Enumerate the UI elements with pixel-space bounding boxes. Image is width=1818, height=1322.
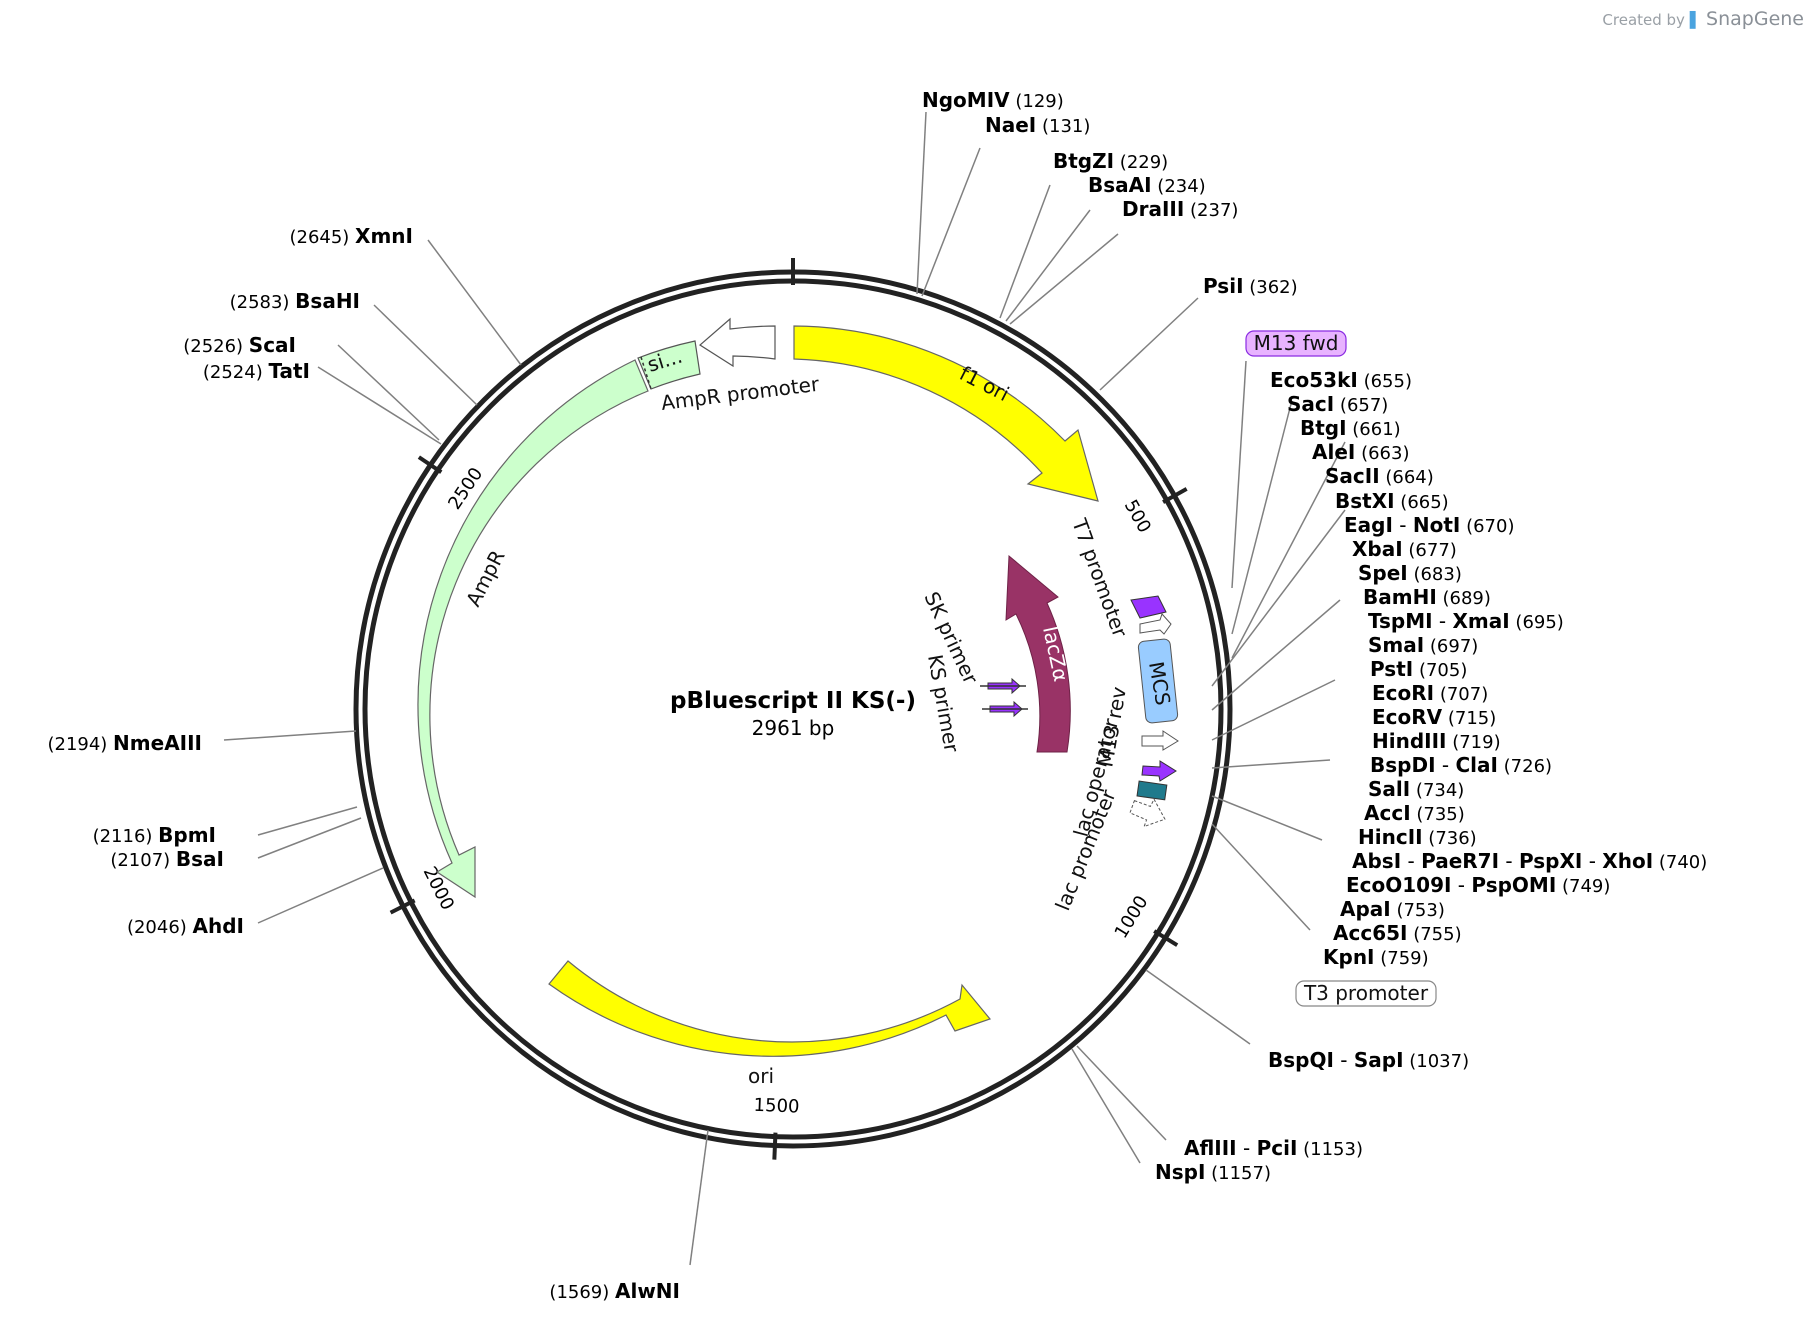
site-label: (2107) BsaI: [110, 847, 224, 871]
ampr-arrow: [417, 359, 649, 899]
site-label: BstXI (665): [1335, 489, 1449, 513]
site-label: PsiI (362): [1203, 274, 1298, 298]
site-label: Eco53kI (655): [1270, 368, 1412, 392]
lacz-arrow: [1005, 554, 1071, 753]
tick-1500: [772, 1132, 778, 1160]
site-label: HindIII (719): [1372, 729, 1501, 753]
lac-promoter-arrow: [1129, 798, 1166, 828]
watermark-prefix: Created by: [1602, 11, 1685, 29]
site-label: HincII (736): [1358, 825, 1477, 849]
tick-2500: [417, 455, 443, 474]
watermark-brand: SnapGene: [1706, 8, 1804, 30]
site-label: AccI (735): [1364, 801, 1465, 825]
site-leader-lines: [223, 111, 1346, 1266]
plasmid-length: 2961 bp: [752, 716, 835, 740]
site-label: AleI (663): [1312, 440, 1409, 464]
t3-promoter-badge: [1295, 980, 1437, 1007]
tick-500: [1162, 487, 1188, 504]
ori-arrow: [548, 960, 992, 1057]
site-label: EcoRI (707): [1372, 681, 1488, 705]
site-label: (2645) XmnI: [289, 224, 413, 248]
site-label: ApaI (753): [1340, 897, 1445, 921]
site-label: NgoMIV (129): [922, 88, 1064, 112]
lac-operator-box: [1136, 780, 1168, 801]
site-label: KpnI (759): [1323, 945, 1429, 969]
f1-ori-arrow: [793, 325, 1099, 502]
site-label: BamHI (689): [1363, 585, 1491, 609]
site-label: NspI (1157): [1155, 1160, 1271, 1184]
site-label: SacI (657): [1287, 392, 1388, 416]
site-label: AbsI - PaeR7I - PspXI - XhoI (740): [1352, 849, 1707, 873]
site-label: (2583) BsaHI: [230, 289, 360, 313]
site-label: BspQI - SapI (1037): [1268, 1048, 1469, 1072]
ampr-promoter-arrow: [698, 317, 776, 368]
tick-1000: [1153, 929, 1179, 947]
snapgene-watermark: Created by ▌ SnapGene: [1602, 8, 1804, 30]
site-label: EagI - NotI (670): [1344, 513, 1514, 537]
site-label: (2046) AhdI: [127, 914, 244, 938]
site-label: EcoO109I - PspOMI (749): [1346, 873, 1610, 897]
t7-promoter-label: T7 promoter: [1067, 515, 1133, 641]
mcs-box: [1137, 638, 1179, 724]
site-label: AflIII - PciI (1153): [1184, 1136, 1363, 1160]
site-label: SacII (664): [1325, 464, 1434, 488]
site-label: EcoRV (715): [1372, 705, 1496, 729]
site-label: DraIII (237): [1122, 197, 1238, 221]
t3-promoter-arrow: [1141, 730, 1179, 751]
m13-fwd-arrow: [1130, 595, 1167, 619]
site-label: (2524) TatI: [203, 359, 310, 383]
site-label: SalI (734): [1368, 777, 1464, 801]
m13-rev-arrow: [1141, 760, 1177, 782]
site-label: (1569) AlwNI: [549, 1279, 680, 1303]
site-label: BtgZI (229): [1053, 149, 1168, 173]
site-label: TspMI - XmaI (695): [1368, 609, 1564, 633]
site-label: PstI (705): [1370, 657, 1467, 681]
tick-2000: [389, 898, 416, 915]
site-label: SpeI (683): [1358, 561, 1462, 585]
site-label: (2194) NmeAIII: [47, 731, 202, 755]
site-label: NaeI (131): [985, 113, 1090, 137]
t7-promoter-arrow: [1139, 613, 1172, 635]
tick-label-1500: 1500: [753, 1095, 800, 1118]
tick-label-500: 500: [1120, 496, 1155, 536]
t3-promoter-badge-label: T3 promoter: [1303, 981, 1429, 1005]
site-label: XbaI (677): [1352, 537, 1457, 561]
tick-label-1000: 1000: [1111, 892, 1153, 942]
site-label: SmaI (697): [1368, 633, 1478, 657]
signal-seq-box: [637, 340, 701, 390]
ori-label: ori: [748, 1064, 774, 1088]
m13-fwd-badge: [1245, 330, 1347, 357]
plasmid-name: pBluescript II KS(-): [670, 688, 916, 714]
site-label: (2526) ScaI: [183, 333, 296, 357]
m13-fwd-badge-label: M13 fwd: [1254, 331, 1339, 355]
site-label: BsaAI (234): [1088, 173, 1206, 197]
site-labels: NgoMIV (129)NaeI (131) BtgZI (229)BsaAI (…: [47, 88, 1707, 1303]
snapgene-logo-icon: ▌: [1689, 11, 1702, 29]
site-label: (2116) BpmI: [93, 823, 216, 847]
site-label: BspDI - ClaI (726): [1370, 753, 1552, 777]
site-label: BtgI (661): [1300, 416, 1401, 440]
site-label: Acc65I (755): [1333, 921, 1462, 945]
